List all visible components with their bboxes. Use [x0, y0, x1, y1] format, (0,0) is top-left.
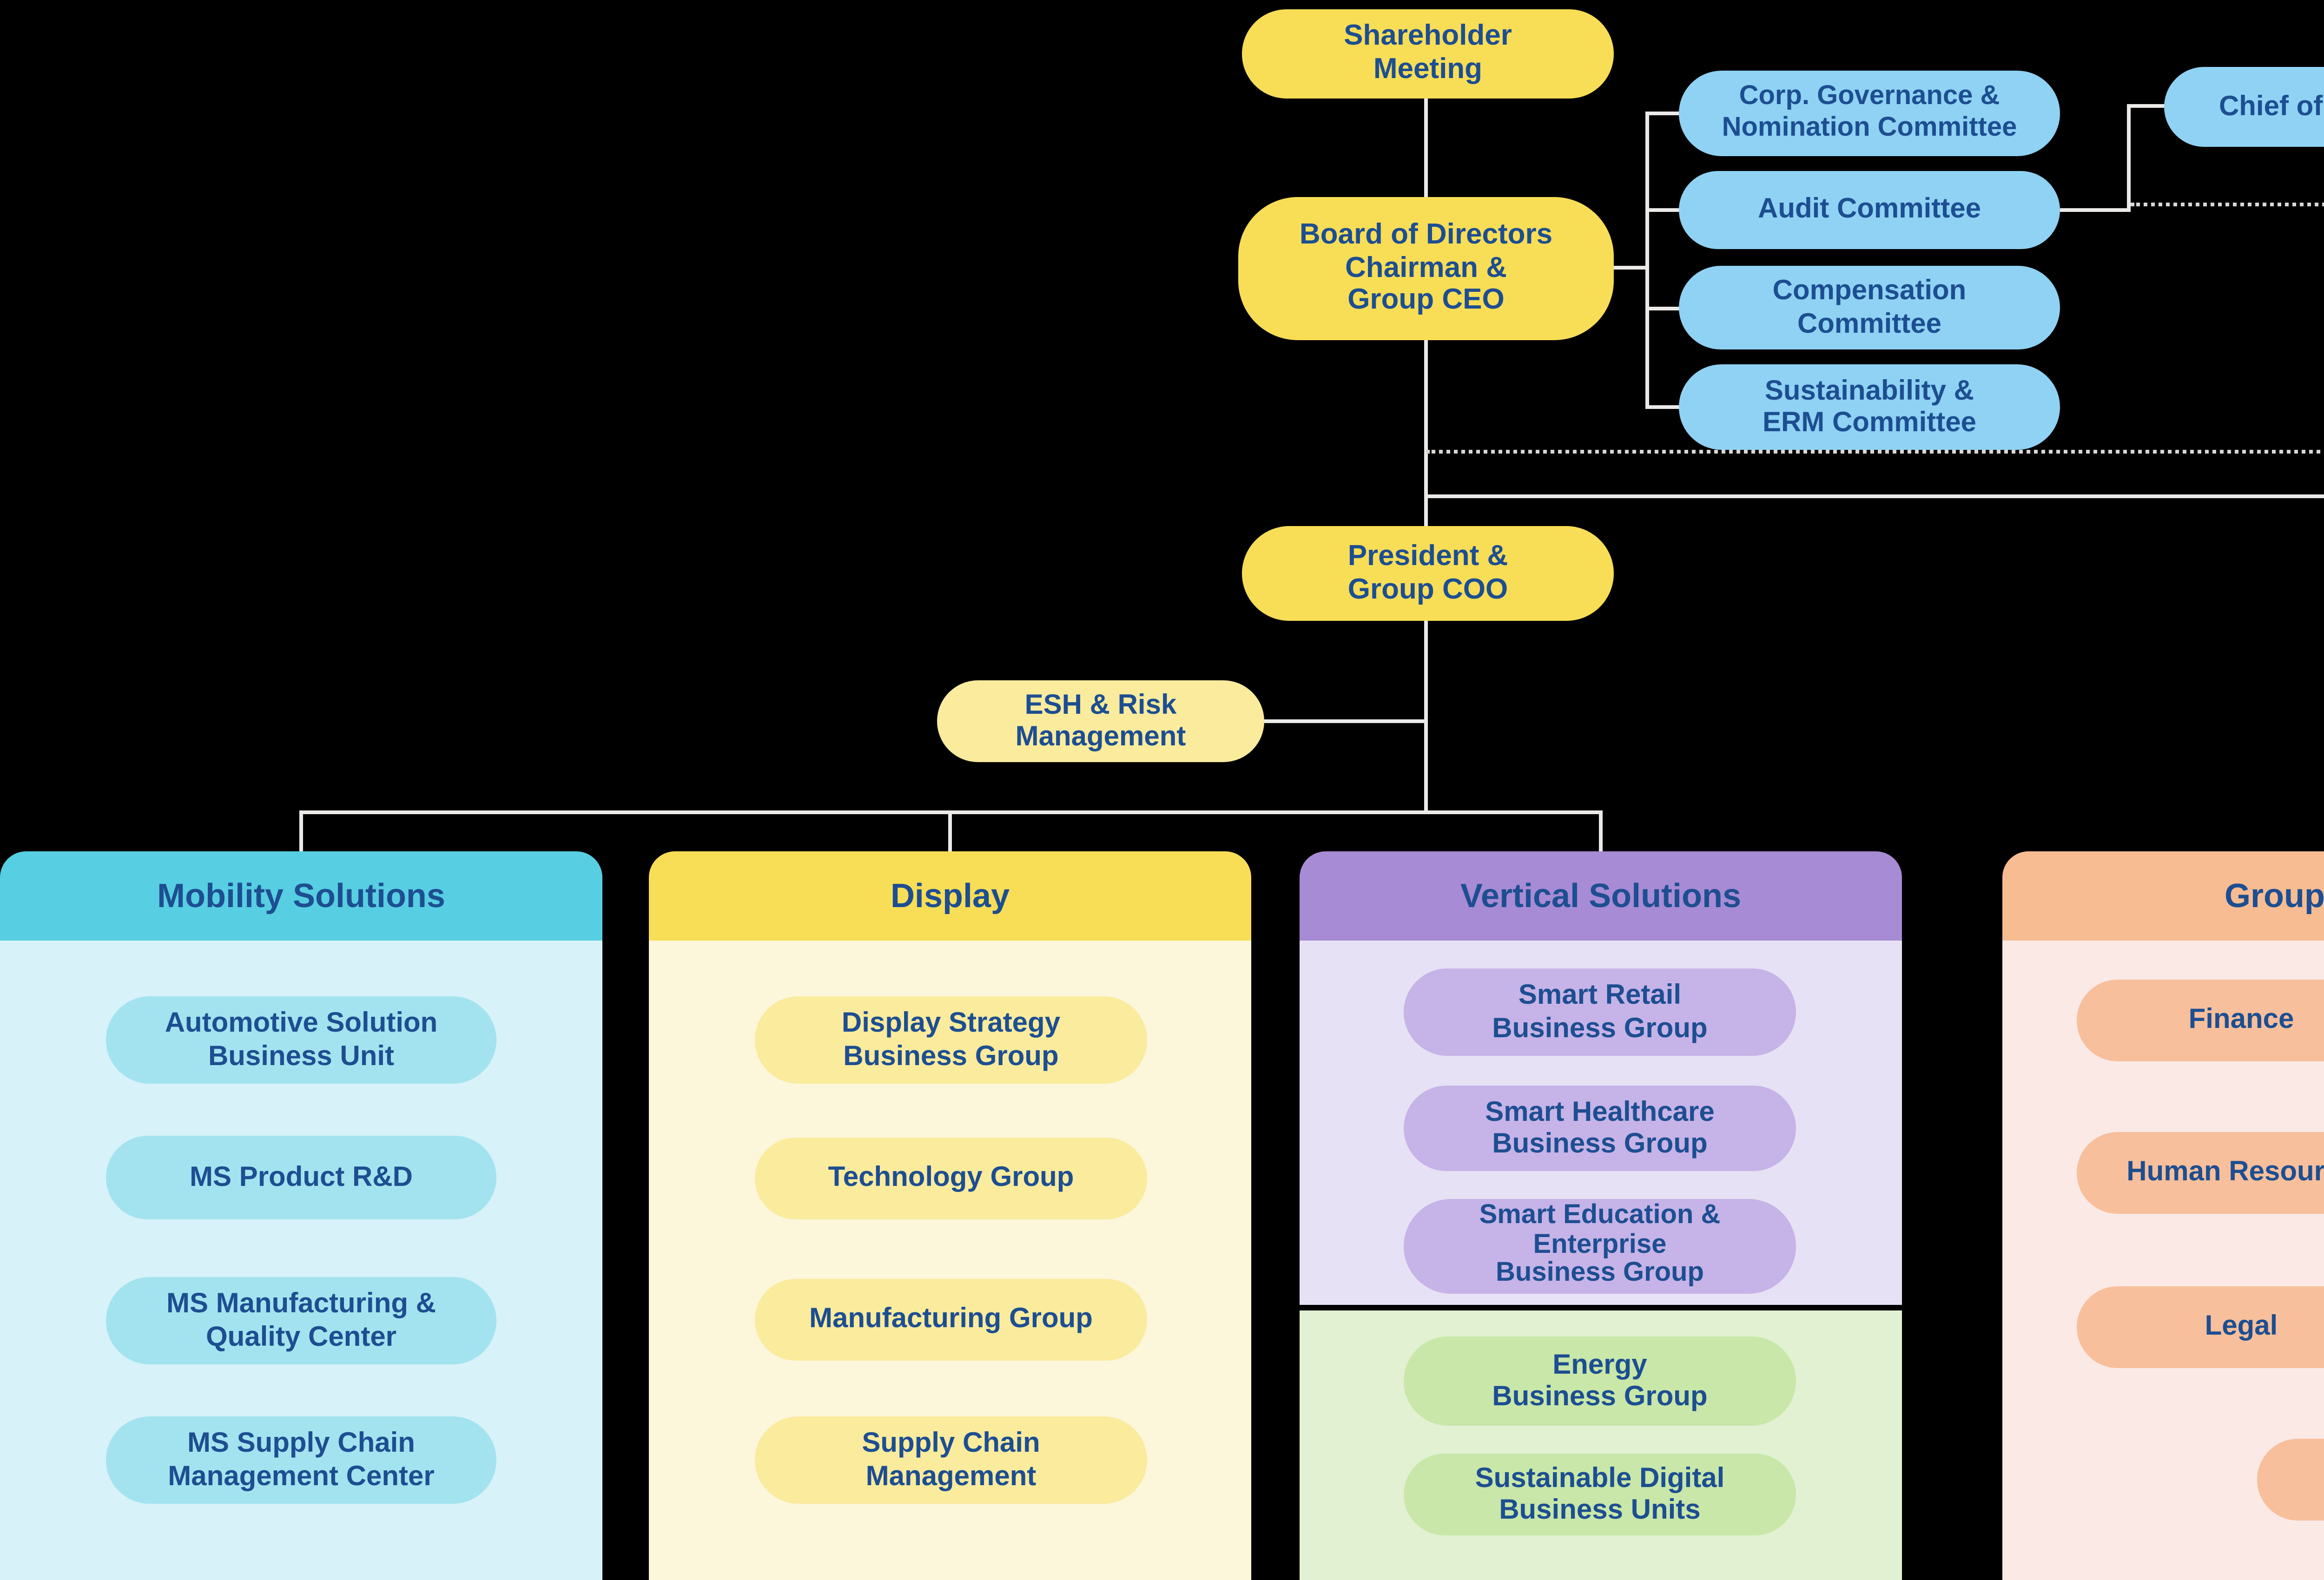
node-automotive-solution-bu: Automotive Solution Business Unit [106, 996, 496, 1084]
connector-president-down [1424, 621, 1428, 814]
connector-shareholder-board [1424, 99, 1428, 199]
node-ms-manufacturing-quality: MS Manufacturing & Quality Center [106, 1277, 496, 1364]
connector-board-president [1424, 340, 1428, 528]
node-ms-supply-chain: MS Supply Chain Management Center [106, 1416, 496, 1504]
node-technology-group: Technology Group [755, 1138, 1147, 1219]
dotted-audit-to-edge [2131, 203, 2324, 206]
node-audit-committee: Audit Committee [1679, 171, 2060, 249]
connector-committee-bus [1645, 112, 1649, 409]
column-header-mobility: Mobility Solutions [0, 851, 602, 941]
node-auditing: Auditing [2257, 1439, 2324, 1521]
node-legal: Legal [2077, 1286, 2324, 1368]
connector-esh [1264, 719, 1428, 723]
node-manufacturing-group: Manufacturing Group [755, 1279, 1147, 1361]
node-smart-retail-group: Smart Retail Business Group [1404, 968, 1796, 1056]
node-corp-governance-committee: Corp. Governance & Nomination Committee [1679, 71, 2060, 156]
column-header-display: Display [649, 851, 1251, 941]
node-president-group-coo: President & Group COO [1242, 526, 1614, 621]
connector-chief-left [2127, 104, 2166, 108]
node-sustainable-digital-units: Sustainable Digital Business Units [1404, 1454, 1796, 1535]
node-display-strategy-group: Display Strategy Business Group [755, 996, 1147, 1084]
node-smart-healthcare-group: Smart Healthcare Business Group [1404, 1086, 1796, 1171]
node-ms-product-rd: MS Product R&D [106, 1136, 496, 1219]
node-human-resource: Human Resource [2077, 1132, 2324, 1214]
node-compensation-committee: Compensation Committee [1679, 266, 2060, 349]
node-sustainability-erm-committee: Sustainability & ERM Committee [1679, 364, 2060, 450]
connector-audit-chief-vertical [2127, 104, 2131, 212]
connector-committee-1 [1645, 112, 1681, 115]
connector-stub-mobility [299, 810, 303, 851]
connector-committee-4 [1645, 405, 1681, 409]
connector-committee-2 [1645, 208, 1681, 212]
node-smart-education-enterprise-group: Smart Education & Enterprise Business Gr… [1404, 1199, 1796, 1294]
node-board-of-directors: Board of Directors Chairman & Group CEO [1238, 197, 1614, 340]
connector-audit-right [2060, 208, 2131, 212]
node-energy-business-group: Energy Business Group [1404, 1336, 1796, 1426]
connector-president-infra-horizontal [1424, 494, 2324, 498]
node-shareholder-meeting: Shareholder Meeting [1242, 9, 1614, 99]
connector-stub-display [948, 810, 952, 851]
column-header-group-infrastructure: Group Infrastructure Unit [2002, 851, 2324, 941]
node-finance: Finance [2077, 980, 2324, 1061]
dotted-chief-back [1426, 450, 2324, 454]
column-header-vertical-solutions: Vertical Solutions [1300, 851, 1902, 941]
connector-committee-3 [1645, 307, 1681, 310]
connector-board-committee-bus [1614, 266, 1647, 270]
node-supply-chain-management: Supply Chain Management [755, 1416, 1147, 1504]
node-esh-risk-management: ESH & Risk Management [937, 680, 1264, 762]
node-chief-of-compliance: Chief of Compliance [2164, 67, 2324, 147]
connector-stub-vertical [1599, 810, 1603, 851]
